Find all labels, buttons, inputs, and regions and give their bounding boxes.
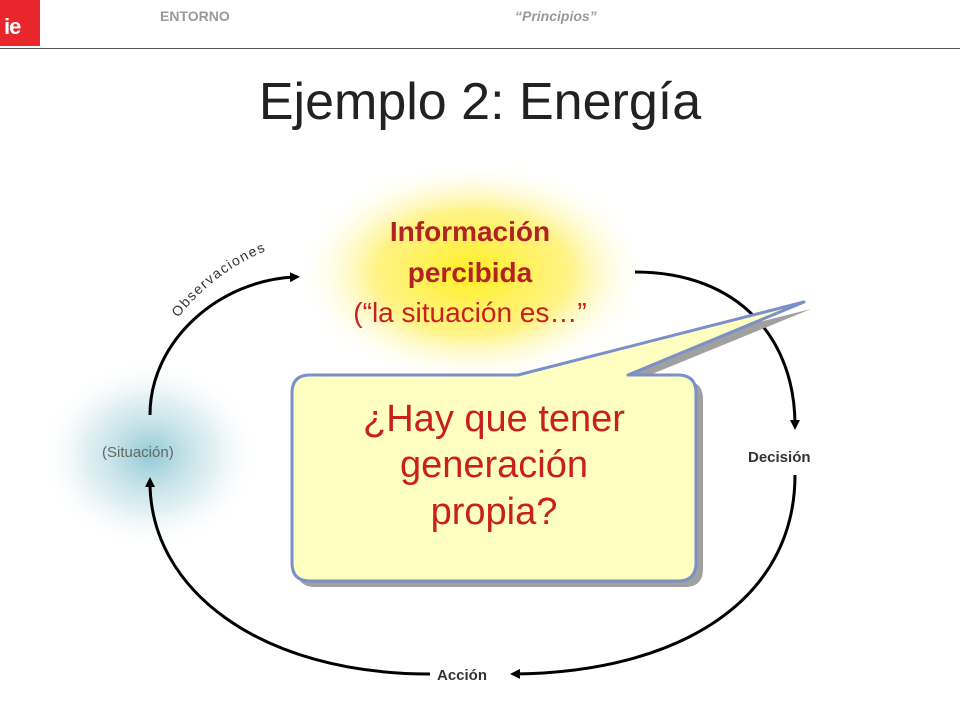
callout-line3: propia? <box>430 490 558 533</box>
perceived-information: Información percibida (“la situación es…… <box>300 212 640 334</box>
observations-label: Observaciones <box>168 239 268 320</box>
action-arrow <box>510 474 797 679</box>
ie-logo <box>0 0 40 46</box>
callout-line2: generación <box>399 444 589 487</box>
callout-question: ¿Hay que tener generación propia? <box>300 396 688 535</box>
section-label: ENTORNO <box>160 8 230 24</box>
return-arrow <box>145 477 431 676</box>
decision-label: Decisión <box>748 449 811 466</box>
information-glow <box>295 160 650 385</box>
logo-text: ie <box>4 14 21 39</box>
action-label: Acción <box>437 667 488 684</box>
callout-bubble <box>290 300 806 583</box>
callout-line1: ¿Hay que tener <box>363 398 625 440</box>
situation-label: (Situación) <box>102 444 174 461</box>
header-divider <box>0 48 960 49</box>
observations-arrow <box>148 272 300 416</box>
header-subtitle: “Principios” <box>515 8 597 24</box>
situation-glow <box>40 360 260 550</box>
info-line2: percibida <box>407 256 533 288</box>
info-line3: (“la situación es…” <box>353 297 587 329</box>
info-line1: Información <box>389 216 551 247</box>
page-title: Ejemplo 2: Energía <box>258 73 702 131</box>
